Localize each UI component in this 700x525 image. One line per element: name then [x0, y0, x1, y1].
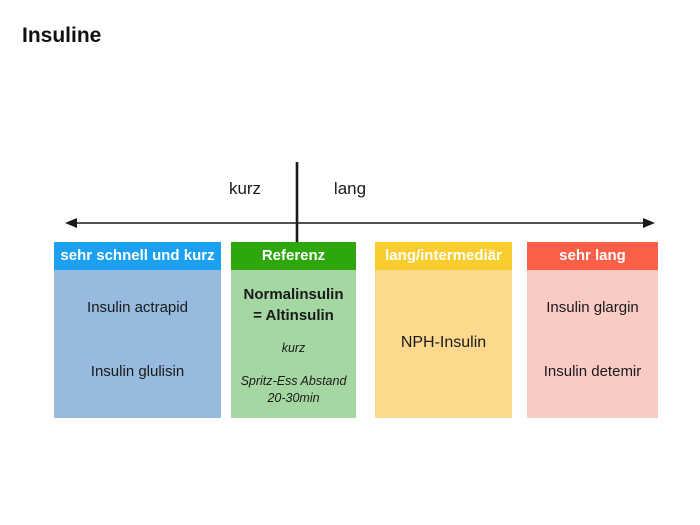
drug-name: NPH-Insulin: [400, 334, 487, 351]
column-sehr-schnell-und-kurz: sehr schnell und kurz Insulin actrapid I…: [54, 242, 221, 418]
arrowhead-right-icon: [643, 218, 655, 228]
column-body: Insulin actrapid Insulin glulisin: [54, 270, 221, 418]
column-body: Normalinsulin = Altinsulin kurz Spritz-E…: [231, 270, 356, 418]
column-header: sehr lang: [527, 242, 658, 270]
column-header: Referenz: [231, 242, 356, 270]
drug-name: Insulin detemir: [543, 363, 642, 380]
column-header: lang/intermediär: [375, 242, 512, 270]
column-body: NPH-Insulin: [375, 270, 512, 418]
axis-label-kurz: kurz: [228, 179, 262, 198]
column-header: sehr schnell und kurz: [54, 242, 221, 270]
arrowhead-left-icon: [65, 218, 77, 228]
page-title: Insuline: [22, 24, 102, 47]
drug-name: Insulin glulisin: [90, 363, 185, 380]
reference-duration: kurz: [281, 341, 306, 355]
reference-insulin-name: Normalinsulin = Altinsulin: [243, 286, 344, 324]
column-sehr-lang: sehr lang Insulin glargin Insulin detemi…: [527, 242, 658, 418]
column-lang-intermediaer: lang/intermediär NPH-Insulin: [375, 242, 512, 418]
drug-name: Insulin glargin: [546, 299, 639, 316]
column-referenz: Referenz Normalinsulin = Altinsulin kurz…: [231, 242, 356, 418]
column-body: Insulin glargin Insulin detemir: [527, 270, 658, 418]
drug-name: Insulin actrapid: [87, 299, 188, 316]
axis-label-lang: lang: [333, 179, 367, 198]
reference-note: Spritz-Ess Abstand 20-30min: [240, 374, 347, 405]
